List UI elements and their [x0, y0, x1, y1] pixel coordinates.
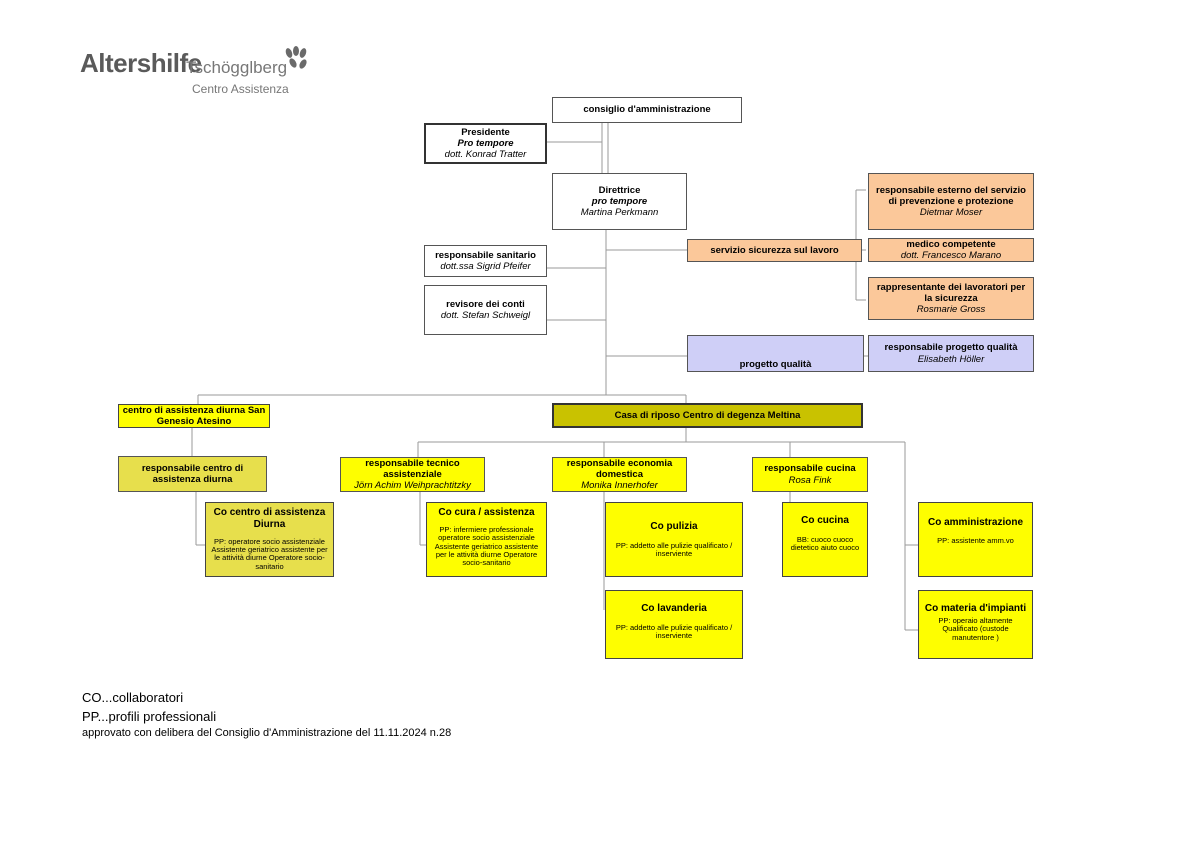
direttrice-name: Martina Perkmann — [580, 207, 659, 219]
co-materia-box: Co materia d'impianti PP: operaio altame… — [918, 590, 1033, 659]
resp-esterno-box: responsabile esterno del servizio di pre… — [868, 173, 1034, 230]
revisore-box: revisore dei conti dott. Stefan Schweigl — [424, 285, 547, 335]
centro-diurna-box: centro di assistenza diurna San Genesio … — [118, 404, 270, 428]
direttrice-sub: pro tempore — [591, 195, 648, 207]
progetto-qualita-title: progetto qualità — [739, 358, 812, 370]
resp-diurna-box: responsabile centro di assistenza diurna — [118, 456, 267, 492]
logo-sub-text: Tschögglberg — [186, 58, 288, 77]
consiglio-title: consiglio d'amministrazione — [583, 104, 711, 116]
resp-economia-box: responsabile economia domestica Monika I… — [552, 457, 687, 492]
co-diurna-box: Co centro di assistenza Diurna PP: opera… — [205, 502, 334, 577]
note-profili: PP...profili professionali — [82, 709, 217, 724]
resp-economia-name: Monika Innerhofer — [581, 480, 658, 492]
medico-box: medico competente dott. Francesco Marano — [868, 238, 1034, 262]
casa-riposo-title: Casa di riposo Centro di degenza Meltina — [614, 409, 801, 421]
resp-cucina-title: responsabile cucina — [764, 463, 856, 475]
presidente-sub: Pro tempore — [457, 137, 514, 149]
resp-tecnico-name: Jörn Achim Weihprachtitzky — [354, 480, 471, 492]
direttrice-title: Direttrice — [598, 184, 641, 196]
resp-tecnico-title: responsabile tecnico assistenziale — [365, 457, 460, 480]
co-cucina-text: BB: cuoco cuoco dietetico aiuto cuoco — [790, 534, 860, 553]
direttrice-box: Direttrice pro tempore Martina Perkmann — [552, 173, 687, 230]
medico-name: dott. Francesco Marano — [900, 250, 1002, 261]
co-lavanderia-text: PP: addetto alle pulizie qualificato / i… — [615, 622, 733, 641]
sicurezza-box: servizio sicurezza sul lavoro — [687, 239, 862, 262]
resp-qualita-name: Elisabeth Höller — [917, 353, 985, 365]
resp-esterno-name: Dietmar Moser — [919, 207, 983, 219]
resp-qualita-title: responsabile progetto qualità — [884, 342, 1018, 354]
resp-diurna-title: responsabile centro di assistenza diurna — [141, 462, 244, 485]
presidente-box: Presidente Pro tempore dott. Konrad Trat… — [424, 123, 547, 164]
note-collaboratori: CO...collaboratori — [82, 690, 184, 705]
resp-sanitario-title: responsabile sanitario — [435, 249, 536, 261]
presidente-name: dott. Konrad Tratter — [444, 149, 527, 161]
resp-tecnico-box: responsabile tecnico assistenziale Jörn … — [340, 457, 485, 492]
co-amministrazione-text: PP: assistente amm.vo — [937, 535, 1014, 545]
co-cura-title: Co cura / assistenza — [438, 507, 535, 518]
resp-qualita-box: responsabile progetto qualità Elisabeth … — [868, 335, 1034, 372]
co-materia-text: PP: operaio altamente Qualificato (custo… — [938, 615, 1013, 642]
rappresentante-box: rappresentante dei lavoratori per la sic… — [868, 277, 1034, 320]
rappresentante-name: Rosmarie Gross — [916, 304, 986, 316]
presidente-title: Presidente — [461, 126, 510, 138]
rappresentante-title: rappresentante dei lavoratori per la sic… — [876, 281, 1026, 304]
co-pulizia-box: Co pulizia PP: addetto alle pulizie qual… — [605, 502, 743, 577]
co-cucina-title: Co cucina — [801, 515, 849, 526]
revisore-title: revisore dei conti — [446, 298, 525, 310]
logo-main-text: Altershilfe — [80, 48, 202, 78]
hands-logo-icon — [285, 46, 307, 69]
resp-sanitario-box: responsabile sanitario dott.ssa Sigrid P… — [424, 245, 547, 277]
co-pulizia-title: Co pulizia — [650, 520, 698, 532]
co-materia-title: Co materia d'impianti — [924, 603, 1027, 614]
resp-cucina-name: Rosa Fink — [788, 474, 832, 486]
sicurezza-title: servizio sicurezza sul lavoro — [710, 244, 839, 256]
resp-esterno-title: responsabile esterno del servizio di pre… — [876, 184, 1026, 207]
note-approvato: approvato con delibera del Consiglio d'A… — [82, 727, 452, 739]
centro-diurna-title: centro di assistenza diurna San Genesio … — [122, 404, 266, 427]
consiglio-box: consiglio d'amministrazione — [552, 97, 742, 123]
logo-tagline: Centro Assistenza — [192, 82, 289, 96]
co-cucina-box: Co cucina BB: cuoco cuoco dietetico aiut… — [782, 502, 868, 577]
co-cura-text: PP: infermiere professionale operatore s… — [434, 524, 539, 568]
resp-sanitario-name: dott.ssa Sigrid Pfeifer — [440, 261, 531, 272]
co-diurna-title: Co centro di assistenza Diurna — [213, 507, 326, 530]
co-pulizia-text: PP: addetto alle pulizie qualificato / i… — [615, 540, 733, 558]
co-amministrazione-box: Co amministrazione PP: assistente amm.vo — [918, 502, 1033, 577]
resp-economia-title: responsabile economia domestica — [566, 457, 673, 480]
progetto-qualita-box: progetto qualità — [687, 335, 864, 372]
co-amministrazione-title: Co amministrazione — [927, 517, 1024, 528]
resp-cucina-box: responsabile cucina Rosa Fink — [752, 457, 868, 492]
revisore-name: dott. Stefan Schweigl — [440, 310, 531, 321]
co-cura-box: Co cura / assistenza PP: infermiere prof… — [426, 502, 547, 577]
co-lavanderia-box: Co lavanderia PP: addetto alle pulizie q… — [605, 590, 743, 659]
co-diurna-text: PP: operatore socio assistenziale Assist… — [211, 536, 328, 571]
casa-riposo-box: Casa di riposo Centro di degenza Meltina — [552, 403, 863, 428]
medico-title: medico competente — [906, 238, 996, 250]
co-lavanderia-title: Co lavanderia — [641, 603, 707, 614]
